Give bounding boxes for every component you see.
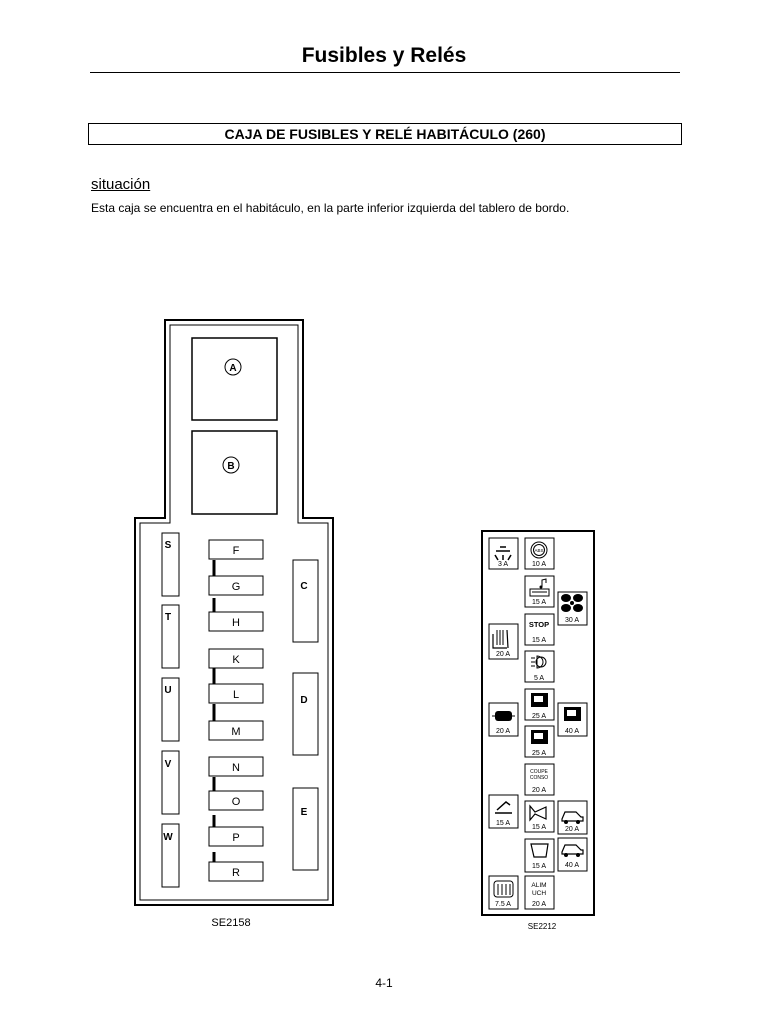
svg-text:15 A: 15 A [532,824,546,831]
svg-text:U: U [164,685,171,696]
fuse-r [208,861,264,882]
svg-text:20 A: 20 A [496,651,510,658]
fuse-fan: 30 A [557,591,588,626]
relay-a-label: A [229,363,236,374]
svg-text:ALIM: ALIM [531,882,546,889]
svg-text:COUPE: COUPE [530,769,548,775]
fuse-e [292,787,319,871]
svg-text:40 A: 40 A [565,728,579,735]
svg-text:20 A: 20 A [532,901,546,908]
svg-text:15 A: 15 A [532,637,546,644]
svg-text:L: L [233,689,239,701]
svg-text:H: H [232,617,240,629]
svg-text:E: E [301,807,308,818]
fuse-p [208,826,264,847]
location-heading: situación [91,176,151,193]
svg-text:G: G [232,581,241,593]
svg-text:5 A: 5 A [534,675,544,682]
fuse-d [292,672,319,756]
svg-text:STOP: STOP [529,620,549,629]
left-diagram-caption: SE2158 [211,917,250,929]
fuse-coupe-conso: COUPE CONSO 20 A [524,763,555,796]
fuse-car-2: 40 A [557,837,588,872]
fuse-f [208,539,264,560]
fuse-horn: 15 A [524,800,555,833]
fuse-s [161,532,180,597]
svg-text:30 A: 30 A [565,617,579,624]
svg-text:10 A: 10 A [532,561,546,568]
svg-text:40 A: 40 A [565,862,579,869]
fuse-w [161,823,180,888]
fuse-wiper: 15 A [488,794,519,829]
svg-text:F: F [233,545,240,557]
svg-text:15 A: 15 A [532,599,546,606]
svg-text:N: N [232,762,240,774]
svg-text:D: D [300,695,307,706]
svg-text:P: P [232,832,239,844]
svg-text:CONSO: CONSO [530,775,548,781]
svg-text:20 A: 20 A [532,787,546,794]
fuse-k [208,648,264,669]
fuse-window-3: 40 A [557,702,588,737]
right-fusebox-diagram: 3 A ABS 10 A 15 A 30 A [481,530,595,931]
left-fusebox-outline [134,319,334,906]
title-divider [90,72,680,73]
fuse-c [292,559,319,643]
fuse-heated-seat: 20 A [488,623,519,660]
svg-text:R: R [232,867,240,879]
fuse-t [161,604,180,669]
svg-text:20 A: 20 A [565,826,579,833]
fuse-n [208,756,264,777]
svg-text:UCH: UCH [532,890,546,897]
svg-text:M: M [231,726,240,738]
fuse-abs: ABS 10 A [524,537,555,570]
svg-text:25 A: 25 A [532,750,546,757]
svg-text:T: T [165,612,171,623]
fuse-g [208,575,264,596]
fuse-radio: 15 A [524,575,555,608]
right-diagram-caption: SE2212 [528,922,557,931]
fuse-rear-window: 20 A [488,702,519,737]
fuse-l [208,683,264,704]
svg-text:W: W [163,832,173,843]
relay-b-label: B [227,461,234,472]
fuse-fog-light: 5 A [524,650,555,683]
svg-text:15 A: 15 A [496,820,510,827]
fuse-mirror: 15 A [524,838,555,873]
svg-text:C: C [300,581,307,592]
location-text: Esta caja se encuentra en el habitáculo,… [91,201,570,215]
fuse-window-1: 25 A [524,688,555,721]
right-fusebox-outline [481,530,595,916]
fuse-alim-uch: ALIM UCH 20 A [524,875,555,910]
svg-text:7.5 A: 7.5 A [495,901,511,908]
fuse-u [161,677,180,742]
svg-text:K: K [232,654,240,666]
svg-text:15 A: 15 A [532,863,546,870]
page-number: 4-1 [375,976,393,990]
fuse-heated-rear: 7.5 A [488,875,519,910]
section-title-box: CAJA DE FUSIBLES Y RELÉ HABITÁCULO (260) [88,123,682,145]
fuse-stop: STOP 15 A [524,613,555,646]
svg-text:3 A: 3 A [498,561,508,568]
fuse-m [208,720,264,741]
fuse-car-1: 20 A [557,800,588,835]
svg-text:ABS: ABS [534,548,543,553]
fuse-v [161,750,180,815]
svg-text:20 A: 20 A [496,728,510,735]
fuse-window-2: 25 A [524,725,555,758]
svg-text:S: S [165,540,172,551]
fuse-h [208,611,264,632]
svg-text:25 A: 25 A [532,713,546,720]
fuse-o [208,790,264,811]
svg-text:O: O [232,796,241,808]
svg-text:V: V [165,759,172,770]
page-title: Fusibles y Relés [301,44,467,67]
fuse-interior-light: 3 A [488,537,519,570]
relay-a [191,337,278,421]
